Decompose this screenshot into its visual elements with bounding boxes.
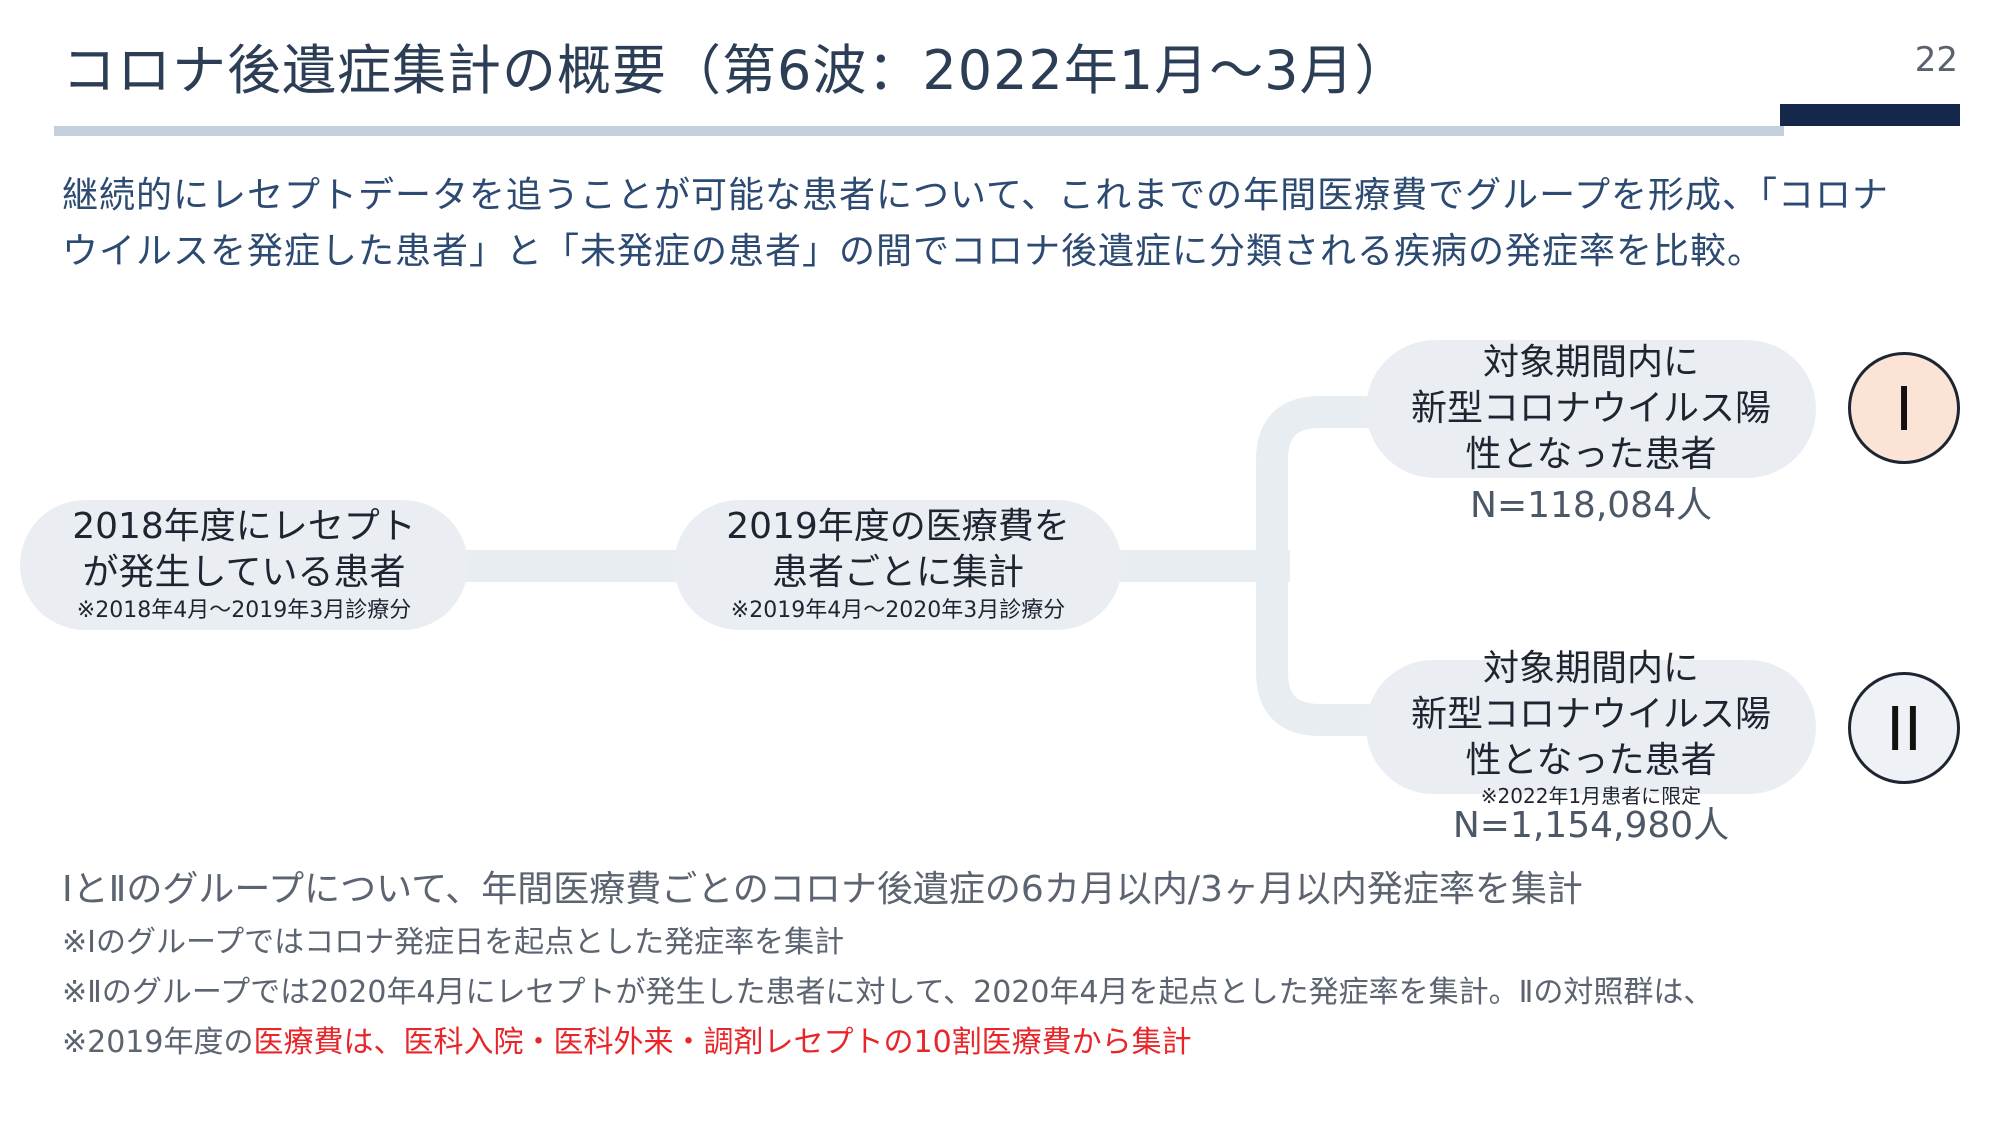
node2-note: ※2019年4月～2020年3月診療分 xyxy=(730,598,1066,623)
intro-text: 継続的にレセプトデータを追うことが可能な患者について、これまでの年間医療費でグル… xyxy=(62,168,1962,280)
footer-lead: ⅠとⅡのグループについて、年間医療費ごとのコロナ後遺症の6カ月以内/3ヶ月以内発… xyxy=(62,869,1583,910)
node-group2-positive: 対象期間内に 新型コロナウイルス陽 性となった患者 ※2022年1月患者に限定 xyxy=(1366,648,1816,808)
group2-line3: 性となった患者 xyxy=(1465,740,1717,781)
node1-line2: が発生している患者 xyxy=(82,552,406,593)
page-number: 22 xyxy=(1914,40,1958,80)
intro-line-2: ウイルスを発症した患者」と「未発症の患者」の間でコロナ後遺症に分類される疾病の発… xyxy=(62,231,1765,272)
node1-line1: 2018年度にレセプト xyxy=(72,506,416,547)
group2-line1: 対象期間内に xyxy=(1482,648,1699,689)
footer-note-3-prefix: ※2019年度の xyxy=(62,1025,254,1060)
node1-note: ※2018年4月～2019年3月診療分 xyxy=(76,598,412,623)
node2-line2: 患者ごとに集計 xyxy=(771,552,1024,593)
node-2019-medical-costs: 2019年度の医療費を 患者ごとに集計 ※2019年4月～2020年3月診療分 xyxy=(674,500,1122,630)
footer-note-3: ※2019年度の医療費は、医科入院・医科外来・調剤レセプトの10割医療費から集計 xyxy=(62,1018,1962,1068)
footer-notes: ⅠとⅡのグループについて、年間医療費ごとのコロナ後遺症の6カ月以内/3ヶ月以内発… xyxy=(62,862,1962,1068)
group2-badge: II xyxy=(1848,672,1960,784)
group1-count: N=118,084人 xyxy=(1470,485,1712,526)
node-2018-patients: 2018年度にレセプト が発生している患者 ※2018年4月～2019年3月診療… xyxy=(20,500,468,630)
group1-line2: 新型コロナウイルス陽 xyxy=(1410,388,1771,429)
footer-note-1: ※Ⅰのグループではコロナ発症日を起点とした発症率を集計 xyxy=(62,925,845,960)
group1-line3: 性となった患者 xyxy=(1465,434,1717,475)
title-underline-accent xyxy=(1780,104,1960,126)
group2-line2: 新型コロナウイルス陽 xyxy=(1410,694,1771,735)
title-underline xyxy=(54,126,1784,136)
group2-count: N=1,154,980人 xyxy=(1452,805,1730,846)
intro-line-1: 継続的にレセプトデータを追うことが可能な患者について、これまでの年間医療費でグル… xyxy=(62,175,1889,216)
group1-line1: 対象期間内に xyxy=(1482,342,1699,383)
node2-line1: 2019年度の医療費を xyxy=(726,506,1070,547)
group1-badge: I xyxy=(1848,352,1960,464)
page-title: コロナ後遺症集計の概要（第6波：2022年1月～3月） xyxy=(62,39,1410,102)
footer-note-3-highlight: 医療費は、医科入院・医科外来・調剤レセプトの10割医療費から集計 xyxy=(253,1025,1192,1060)
footer-note-2: ※Ⅱのグループでは2020年4月にレセプトが発生した患者に対して、2020年4月… xyxy=(62,975,1714,1010)
connector-branch xyxy=(1256,396,1370,736)
node-group1-positive: 対象期間内に 新型コロナウイルス陽 性となった患者 xyxy=(1366,340,1816,478)
group2-note: ※2022年1月患者に限定 xyxy=(1480,784,1702,808)
